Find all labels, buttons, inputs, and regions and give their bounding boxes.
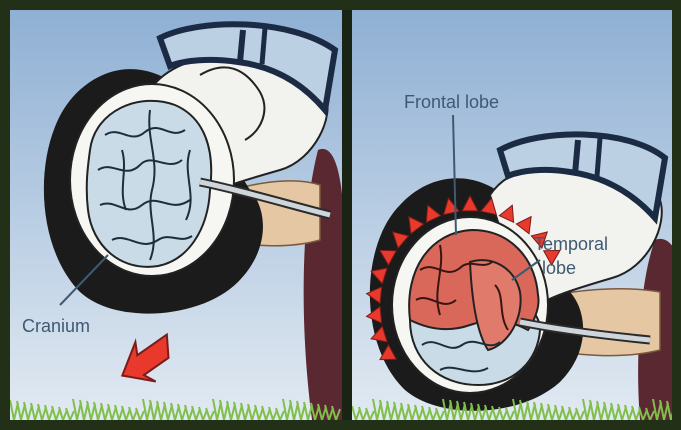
frontal-lobe-label: Frontal lobe — [404, 92, 499, 112]
temporal-lobe-label-line2: lobe — [542, 258, 576, 278]
temporal-lobe-label-line1: Temporal — [534, 234, 608, 254]
face-mask-bar — [575, 140, 578, 174]
face-mask-bar — [597, 138, 600, 176]
face-mask-bar — [240, 30, 243, 62]
panel-left: Cranium — [10, 10, 345, 420]
panel-divider — [342, 10, 352, 420]
cranium-label: Cranium — [22, 316, 90, 336]
panel-right: Frontal lobe Temporal lobe — [352, 10, 681, 420]
face-mask-bar — [262, 28, 265, 64]
